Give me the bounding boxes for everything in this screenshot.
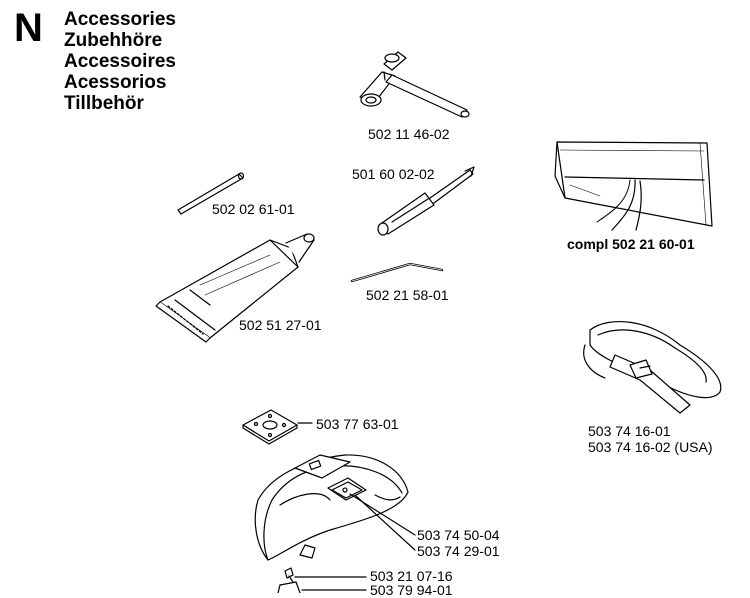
part-number-bent-wire: 502 21 58-01 <box>366 287 449 303</box>
title-french: Accessoires <box>64 51 176 72</box>
screwdriver-drawing <box>377 166 475 236</box>
part-number-harness-2: 503 74 16-02 (USA) <box>588 439 713 455</box>
title-swedish: Tillbehör <box>64 93 144 114</box>
part-number-bracket: 503 79 94-01 <box>370 582 453 598</box>
part-number-combination-wrench: 502 11 46-02 <box>368 126 450 142</box>
grease-tube-drawing <box>155 233 315 343</box>
part-number-rod: 502 02 61-01 <box>212 201 295 217</box>
guard-drawing <box>254 454 416 561</box>
screw-bracket-drawing <box>277 567 367 593</box>
rod-drawing <box>177 172 245 215</box>
tool-bag-drawing <box>554 141 713 231</box>
part-number-grease-tube: 502 51 27-01 <box>239 317 322 333</box>
mounting-plate-drawing <box>242 409 313 445</box>
combination-wrench-drawing <box>359 51 470 118</box>
bent-wire-drawing <box>350 262 444 283</box>
part-number-screw: 503 21 07-16 <box>370 568 453 584</box>
part-number-tool-bag: compl 502 21 60-01 <box>567 236 695 252</box>
part-number-harness-1: 503 74 16-01 <box>588 423 671 439</box>
part-number-mounting-plate: 503 77 63-01 <box>316 416 399 432</box>
title-english: Accessories <box>64 9 176 30</box>
harness-drawing <box>583 320 722 414</box>
part-number-screwdriver: 501 60 02-02 <box>352 166 435 182</box>
title-spanish: Acessorios <box>64 72 167 93</box>
section-letter: N <box>14 6 43 50</box>
part-number-guard-plate: 503 74 29-01 <box>417 543 500 559</box>
title-german: Zubehhöre <box>64 30 163 51</box>
part-number-guard-decal: 503 74 50-04 <box>417 527 500 543</box>
